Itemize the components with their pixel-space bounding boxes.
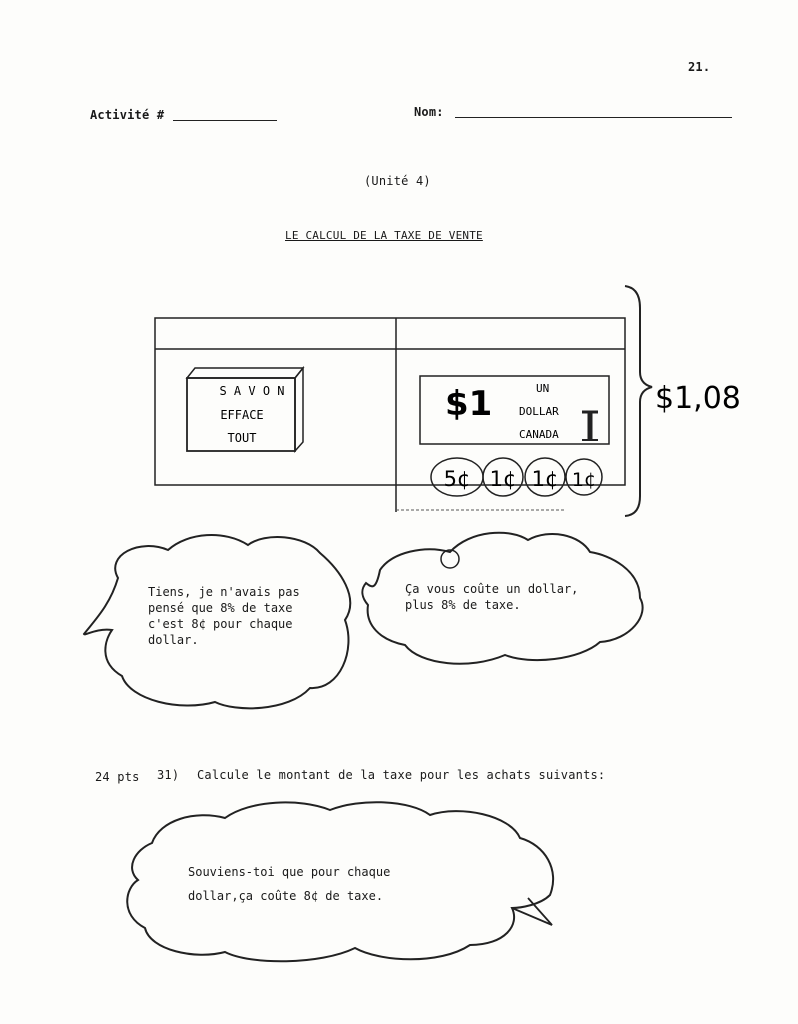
coin-label: 1¢ bbox=[572, 469, 596, 491]
page-number: 21. bbox=[688, 60, 711, 74]
reminder-bubble-tail bbox=[511, 897, 553, 926]
clerk-speech-text: Ça vous coûte un dollar, plus 8% de taxe… bbox=[405, 582, 579, 612]
coin-1-cent-icon bbox=[565, 458, 603, 496]
reminder-text: Souviens-toi que pour chaque dollar,ça c… bbox=[188, 865, 391, 903]
exercise-points: 24 pts bbox=[95, 770, 140, 784]
total-amount: $1,08 bbox=[655, 381, 741, 416]
total-brace-icon bbox=[624, 285, 653, 517]
clerk-thought-bubble bbox=[361, 531, 644, 665]
bill-portrait-mark-icon bbox=[582, 410, 598, 441]
name-blank[interactable] bbox=[455, 117, 732, 118]
name-label: Nom: bbox=[414, 105, 444, 119]
customer-speech-text: Tiens, je n'avais pas pensé que 8% de ta… bbox=[148, 585, 300, 647]
exercise-instruction: Calcule le montant de la taxe pour les a… bbox=[197, 768, 606, 782]
soap-line-3: TOUT bbox=[228, 431, 257, 445]
coin-label: 1¢ bbox=[490, 467, 517, 491]
bubble-tail-circle bbox=[440, 549, 460, 569]
activity-label: Activité # bbox=[90, 108, 165, 122]
coin-1-cent-icon bbox=[482, 457, 524, 497]
customer-thought-bubble bbox=[82, 534, 352, 710]
activity-blank[interactable] bbox=[173, 120, 277, 121]
coin-label: 5¢ bbox=[444, 467, 471, 491]
exercise-number: 31) bbox=[157, 768, 180, 782]
soap-line-1: S A V O N bbox=[219, 384, 284, 398]
soap-box-icon bbox=[185, 365, 305, 453]
coin-1-cent-icon bbox=[524, 457, 566, 497]
bill-line-2: DOLLAR bbox=[519, 405, 559, 418]
bill-line-1: UN bbox=[536, 382, 549, 395]
dollar-bill-icon bbox=[419, 375, 610, 445]
unit-label: (Unité 4) bbox=[364, 174, 431, 188]
bill-amount: $1 bbox=[445, 384, 492, 424]
page-title: LE CALCUL DE LA TAXE DE VENTE bbox=[285, 229, 483, 242]
soap-line-2: EFFACE bbox=[220, 408, 263, 422]
coin-label: 1¢ bbox=[532, 467, 559, 491]
table-frame bbox=[154, 317, 626, 486]
bill-line-3: CANADA bbox=[519, 428, 559, 441]
